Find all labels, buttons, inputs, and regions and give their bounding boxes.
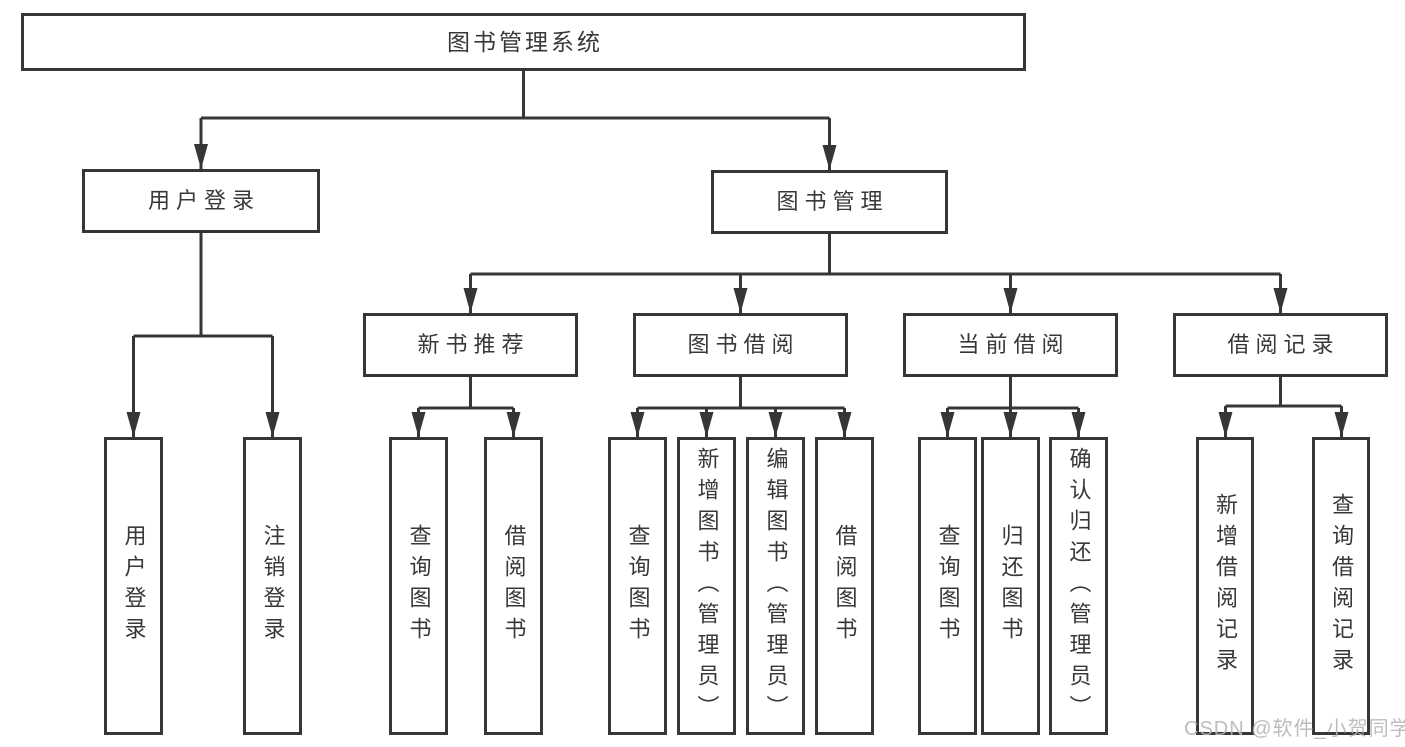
connector-new-book-rail: [418, 377, 514, 410]
node-borrow-records-label: 借阅记录: [1227, 332, 1340, 357]
leaf-query-books-current: 查询图书: [918, 437, 977, 735]
connector-book-borrow-rail: [637, 377, 845, 410]
leaf-borrow-books-borrow-label: 借阅图书: [832, 524, 858, 648]
node-current-borrow: 当前借阅: [903, 313, 1118, 377]
leaf-query-books-borrow: 查询图书: [608, 437, 667, 735]
leaf-query-books-recommend: 查询图书: [389, 437, 448, 735]
connector-root-rail: [201, 71, 830, 120]
node-book-borrow: 图书借阅: [633, 313, 848, 377]
leaf-edit-book-admin: 编辑图书（管理员）: [746, 437, 805, 735]
leaf-query-borrow-record-label: 查询借阅记录: [1329, 493, 1354, 679]
connector-borrow-records-rail: [1225, 377, 1342, 408]
leaf-query-borrow-record: 查询借阅记录: [1312, 437, 1370, 735]
leaf-add-borrow-record: 新增借阅记录: [1196, 437, 1254, 735]
leaf-return-book: 归还图书: [981, 437, 1040, 735]
leaf-return-book-label: 归还图书: [998, 524, 1024, 648]
leaf-user-login: 用户登录: [104, 437, 163, 735]
node-book-borrow-label: 图书借阅: [687, 332, 800, 357]
leaf-logout-login: 注销登录: [243, 437, 302, 735]
watermark: CSDN @软件_小贺同学: [1184, 718, 1405, 740]
leaf-edit-book-admin-label: 编辑图书（管理员）: [763, 446, 789, 726]
leaf-query-books-borrow-label: 查询图书: [625, 524, 651, 648]
leaf-confirm-return-admin: 确认归还（管理员）: [1049, 437, 1108, 735]
node-book-management: 图书管理: [711, 170, 948, 234]
leaf-add-book-admin-label: 新增图书（管理员）: [694, 446, 720, 726]
connector-current-borrow-rail: [947, 377, 1079, 410]
node-root: 图书管理系统: [21, 13, 1026, 71]
node-current-borrow-label: 当前借阅: [957, 332, 1070, 357]
node-user-login-label: 用户登录: [147, 188, 260, 213]
node-book-management-label: 图书管理: [776, 189, 889, 214]
leaf-query-books-current-label: 查询图书: [935, 524, 961, 648]
connector-user-login-rail: [133, 233, 273, 338]
node-root-label: 图书管理系统: [447, 28, 603, 55]
node-borrow-records: 借阅记录: [1173, 313, 1388, 377]
leaf-logout-login-label: 注销登录: [260, 524, 286, 648]
leaf-borrow-books-recommend: 借阅图书: [484, 437, 543, 735]
node-new-book-recommend-label: 新书推荐: [417, 332, 530, 357]
leaf-add-borrow-record-label: 新增借阅记录: [1213, 493, 1238, 679]
leaf-query-books-recommend-label: 查询图书: [406, 524, 432, 648]
leaf-confirm-return-admin-label: 确认归还（管理员）: [1066, 446, 1092, 726]
leaf-borrow-books-borrow: 借阅图书: [815, 437, 874, 735]
leaf-borrow-books-recommend-label: 借阅图书: [501, 524, 527, 648]
node-user-login: 用户登录: [82, 169, 320, 233]
connector-book-management-rail: [470, 234, 1281, 276]
node-new-book-recommend: 新书推荐: [363, 313, 578, 377]
leaf-user-login-label: 用户登录: [121, 524, 147, 648]
leaf-add-book-admin: 新增图书（管理员）: [677, 437, 736, 735]
